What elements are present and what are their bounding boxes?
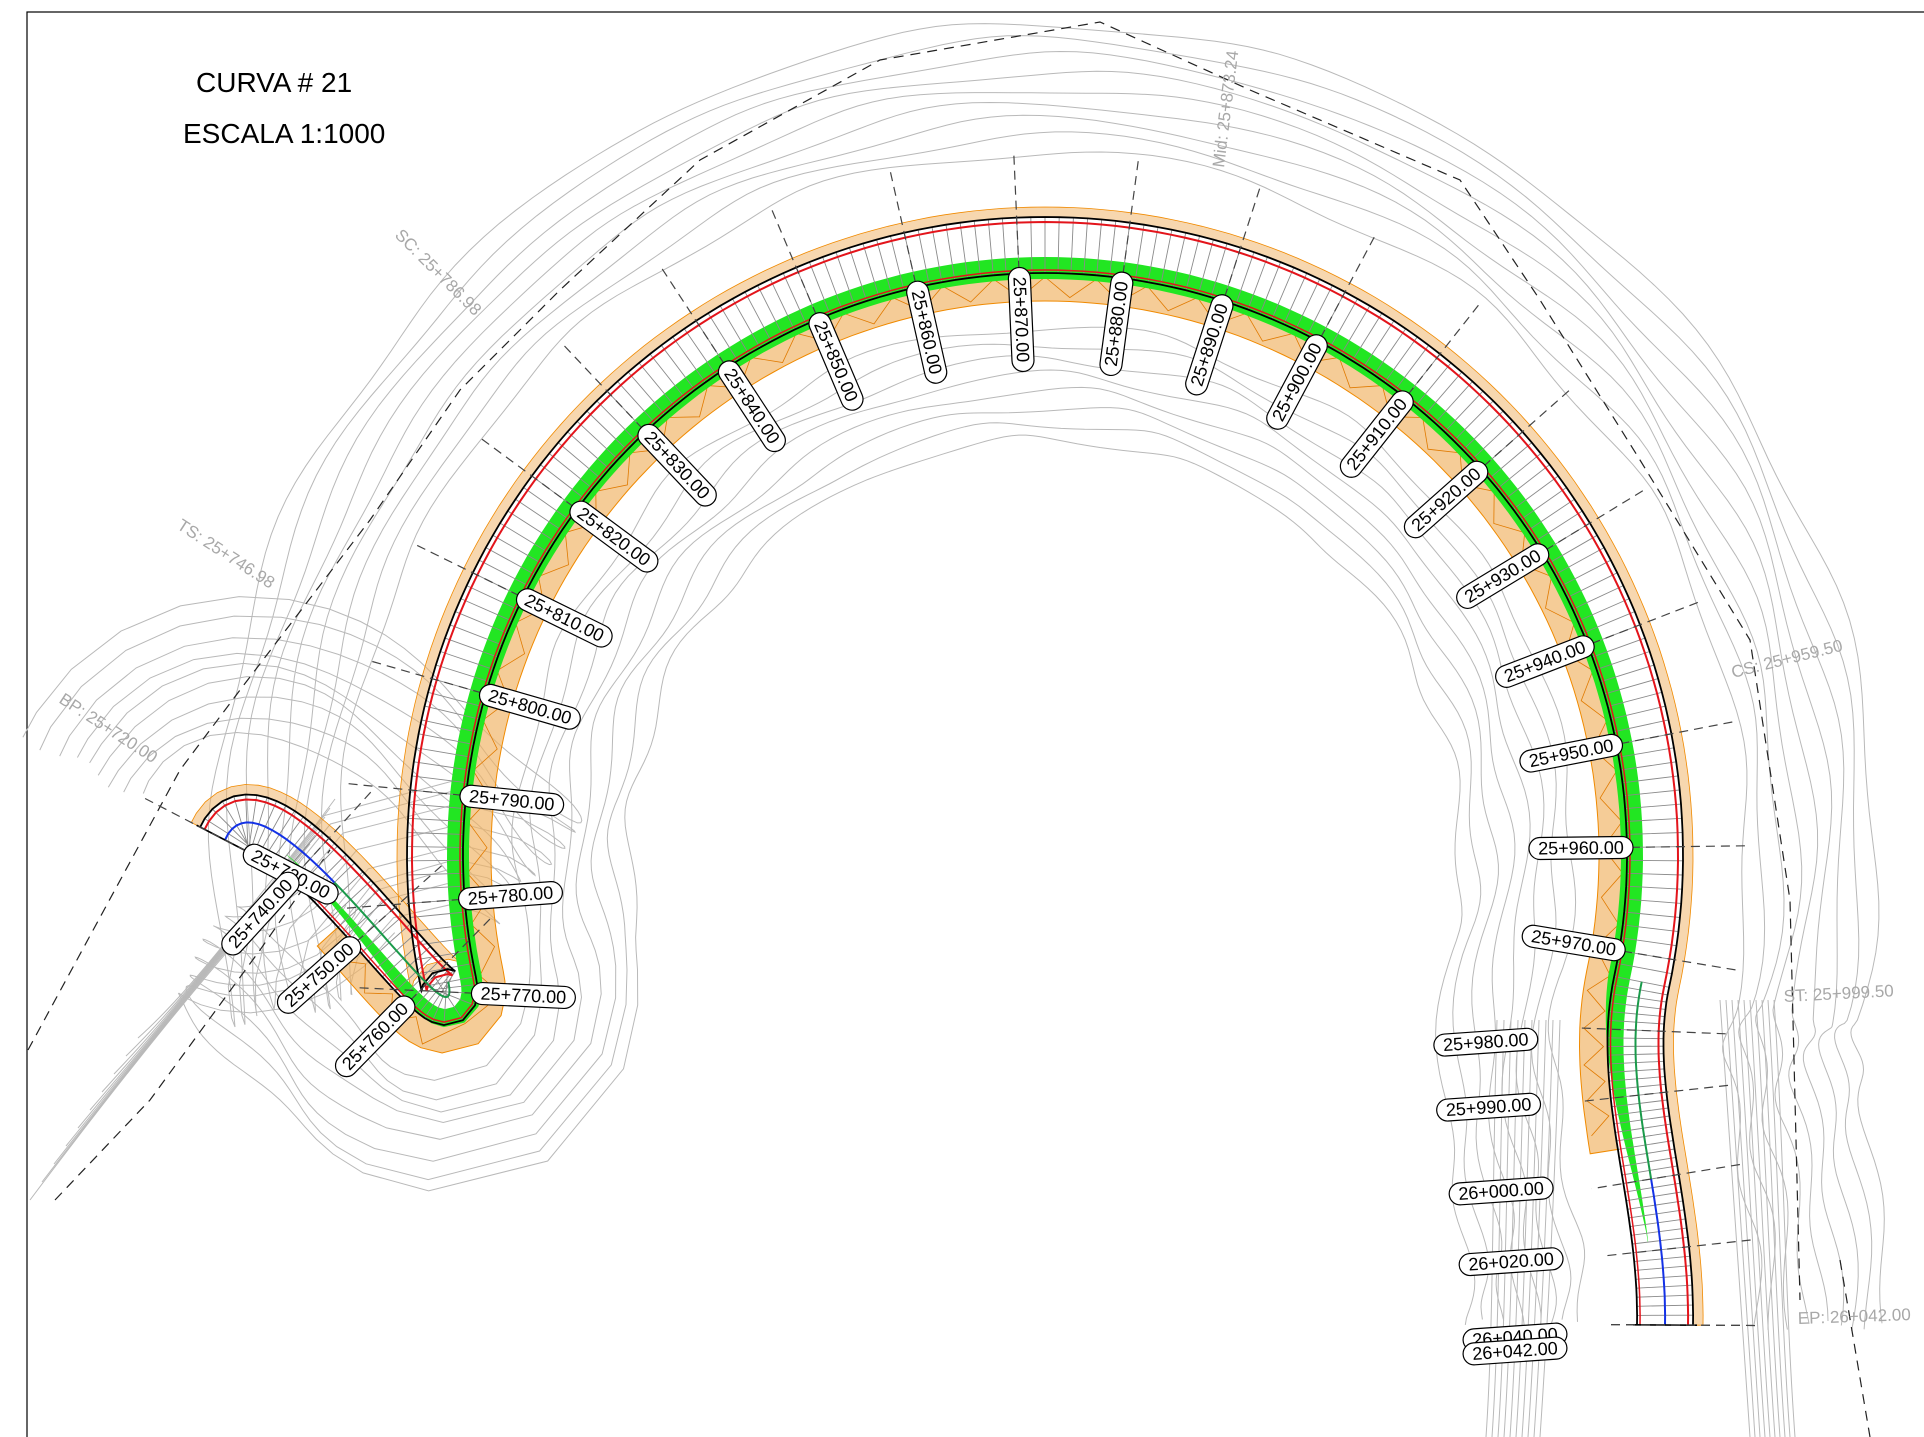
station-label: 26+020.00 — [1458, 1247, 1564, 1277]
drawing-scale: ESCALA 1:1000 — [183, 118, 385, 149]
contour-line — [1539, 1019, 1561, 1437]
contour-line — [1521, 1019, 1540, 1437]
station-label-text: 25+770.00 — [480, 983, 566, 1007]
station-section-line — [1575, 1027, 1726, 1035]
contour-line — [1485, 1019, 1498, 1437]
contour-line — [1755, 999, 1781, 1437]
survey-boundary-right — [1839, 1259, 1871, 1437]
station-label-box — [276, 936, 362, 1014]
station-section-line — [1601, 1239, 1751, 1257]
contour-line — [1773, 999, 1796, 1437]
station-label-box — [1433, 1027, 1539, 1057]
contour-line — [1497, 1019, 1512, 1437]
station-label-box — [458, 881, 563, 911]
station-label: 25+870.00 — [1007, 266, 1035, 373]
station-label-box — [478, 683, 581, 730]
station-label-box — [1099, 271, 1134, 377]
contour-line — [1503, 1019, 1519, 1437]
contour-line — [1527, 1019, 1547, 1437]
contour-line — [202, 369, 1542, 1330]
station-label: 25+980.00 — [1433, 1027, 1539, 1057]
contour-line — [1533, 1019, 1554, 1437]
station-label-box — [1266, 334, 1328, 430]
contour-line — [1515, 1019, 1533, 1437]
offset-line-inner — [246, 269, 1641, 1325]
station-label-box — [1495, 635, 1595, 688]
sheet-frame — [26, 11, 1924, 1437]
edge-of-road-inner — [247, 272, 1639, 1325]
key-point-ep: EP: 26+042.00 — [1797, 1305, 1911, 1328]
station-label-box — [808, 312, 864, 411]
survey-boundary-outer — [27, 21, 1801, 1301]
station-label-box — [569, 500, 659, 573]
station-label-box — [1436, 1092, 1542, 1122]
station-label-box — [906, 280, 948, 384]
contour-line — [213, 355, 1557, 1325]
contour-line — [113, 816, 326, 1075]
station-label-box — [470, 981, 576, 1010]
station-label: 25+780.00 — [458, 881, 563, 911]
contour-line — [237, 326, 1586, 1322]
contour-line — [1719, 999, 1751, 1437]
contour-line — [1743, 999, 1771, 1437]
station-label: 25+770.00 — [470, 981, 576, 1010]
contour-line — [76, 70, 1845, 1326]
survey-boundary-inner — [54, 849, 331, 1201]
contour-line — [1731, 999, 1761, 1437]
station-label-box — [1462, 1336, 1568, 1366]
station-label-box — [221, 871, 300, 956]
contour-line — [194, 386, 1525, 1327]
contour-line — [185, 422, 1490, 1320]
station-label: 26+000.00 — [1448, 1176, 1554, 1206]
contour-line — [177, 434, 1476, 1325]
terrain-contours — [22, 23, 1885, 1437]
station-section-line — [1604, 1323, 1756, 1327]
contour-line — [107, 114, 1789, 1330]
offset-line-outer — [203, 220, 1690, 1326]
contour-line — [189, 407, 1505, 1321]
contour-line — [1767, 999, 1791, 1437]
station-label: 26+042.00 — [1462, 1336, 1568, 1366]
station-label-box — [459, 784, 565, 817]
centerline-spiral-out — [1634, 981, 1653, 1180]
station-section-line — [1578, 1084, 1729, 1103]
centerline-tangent-in — [224, 821, 336, 884]
station-label-text: 25+960.00 — [1538, 837, 1624, 858]
centerline-spiral-in — [333, 881, 451, 999]
station-label-box — [1458, 1247, 1564, 1277]
station-label-box — [1339, 390, 1414, 478]
station-label: 25+990.00 — [1436, 1092, 1542, 1122]
roadway-plan — [190, 206, 1704, 1326]
contour-line — [224, 343, 1572, 1320]
station-section-line — [1591, 1163, 1740, 1190]
contour-line — [59, 50, 1859, 1331]
contour-line — [1725, 999, 1756, 1437]
edge-of-road-outer — [199, 216, 1695, 1326]
contour-line — [1491, 1019, 1505, 1437]
contour-line — [39, 35, 1873, 1330]
station-label-box — [1456, 543, 1550, 610]
contour-line — [1761, 999, 1786, 1437]
station-label-box — [717, 360, 786, 453]
station-label-box — [1519, 733, 1624, 773]
station-label-box — [515, 588, 613, 648]
drawing-title: CURVA # 21 — [196, 67, 352, 98]
contour-line — [22, 23, 1885, 1324]
station-label-box — [1528, 835, 1634, 861]
station-label-box — [637, 423, 717, 507]
station-label: 25+960.00 — [1528, 835, 1634, 861]
contour-line — [1509, 1019, 1526, 1437]
station-label-box — [1185, 294, 1234, 396]
station-label-box — [1403, 460, 1489, 539]
contour-line — [1749, 999, 1776, 1437]
station-label-box — [1448, 1176, 1554, 1206]
station-label-box — [334, 995, 416, 1078]
station-label-box — [1007, 266, 1035, 373]
station-label-text: 25+870.00 — [1009, 276, 1033, 362]
contour-line — [142, 151, 1763, 1324]
contour-line — [123, 131, 1776, 1330]
contour-line — [1737, 999, 1766, 1437]
station-label-box — [1521, 924, 1626, 962]
